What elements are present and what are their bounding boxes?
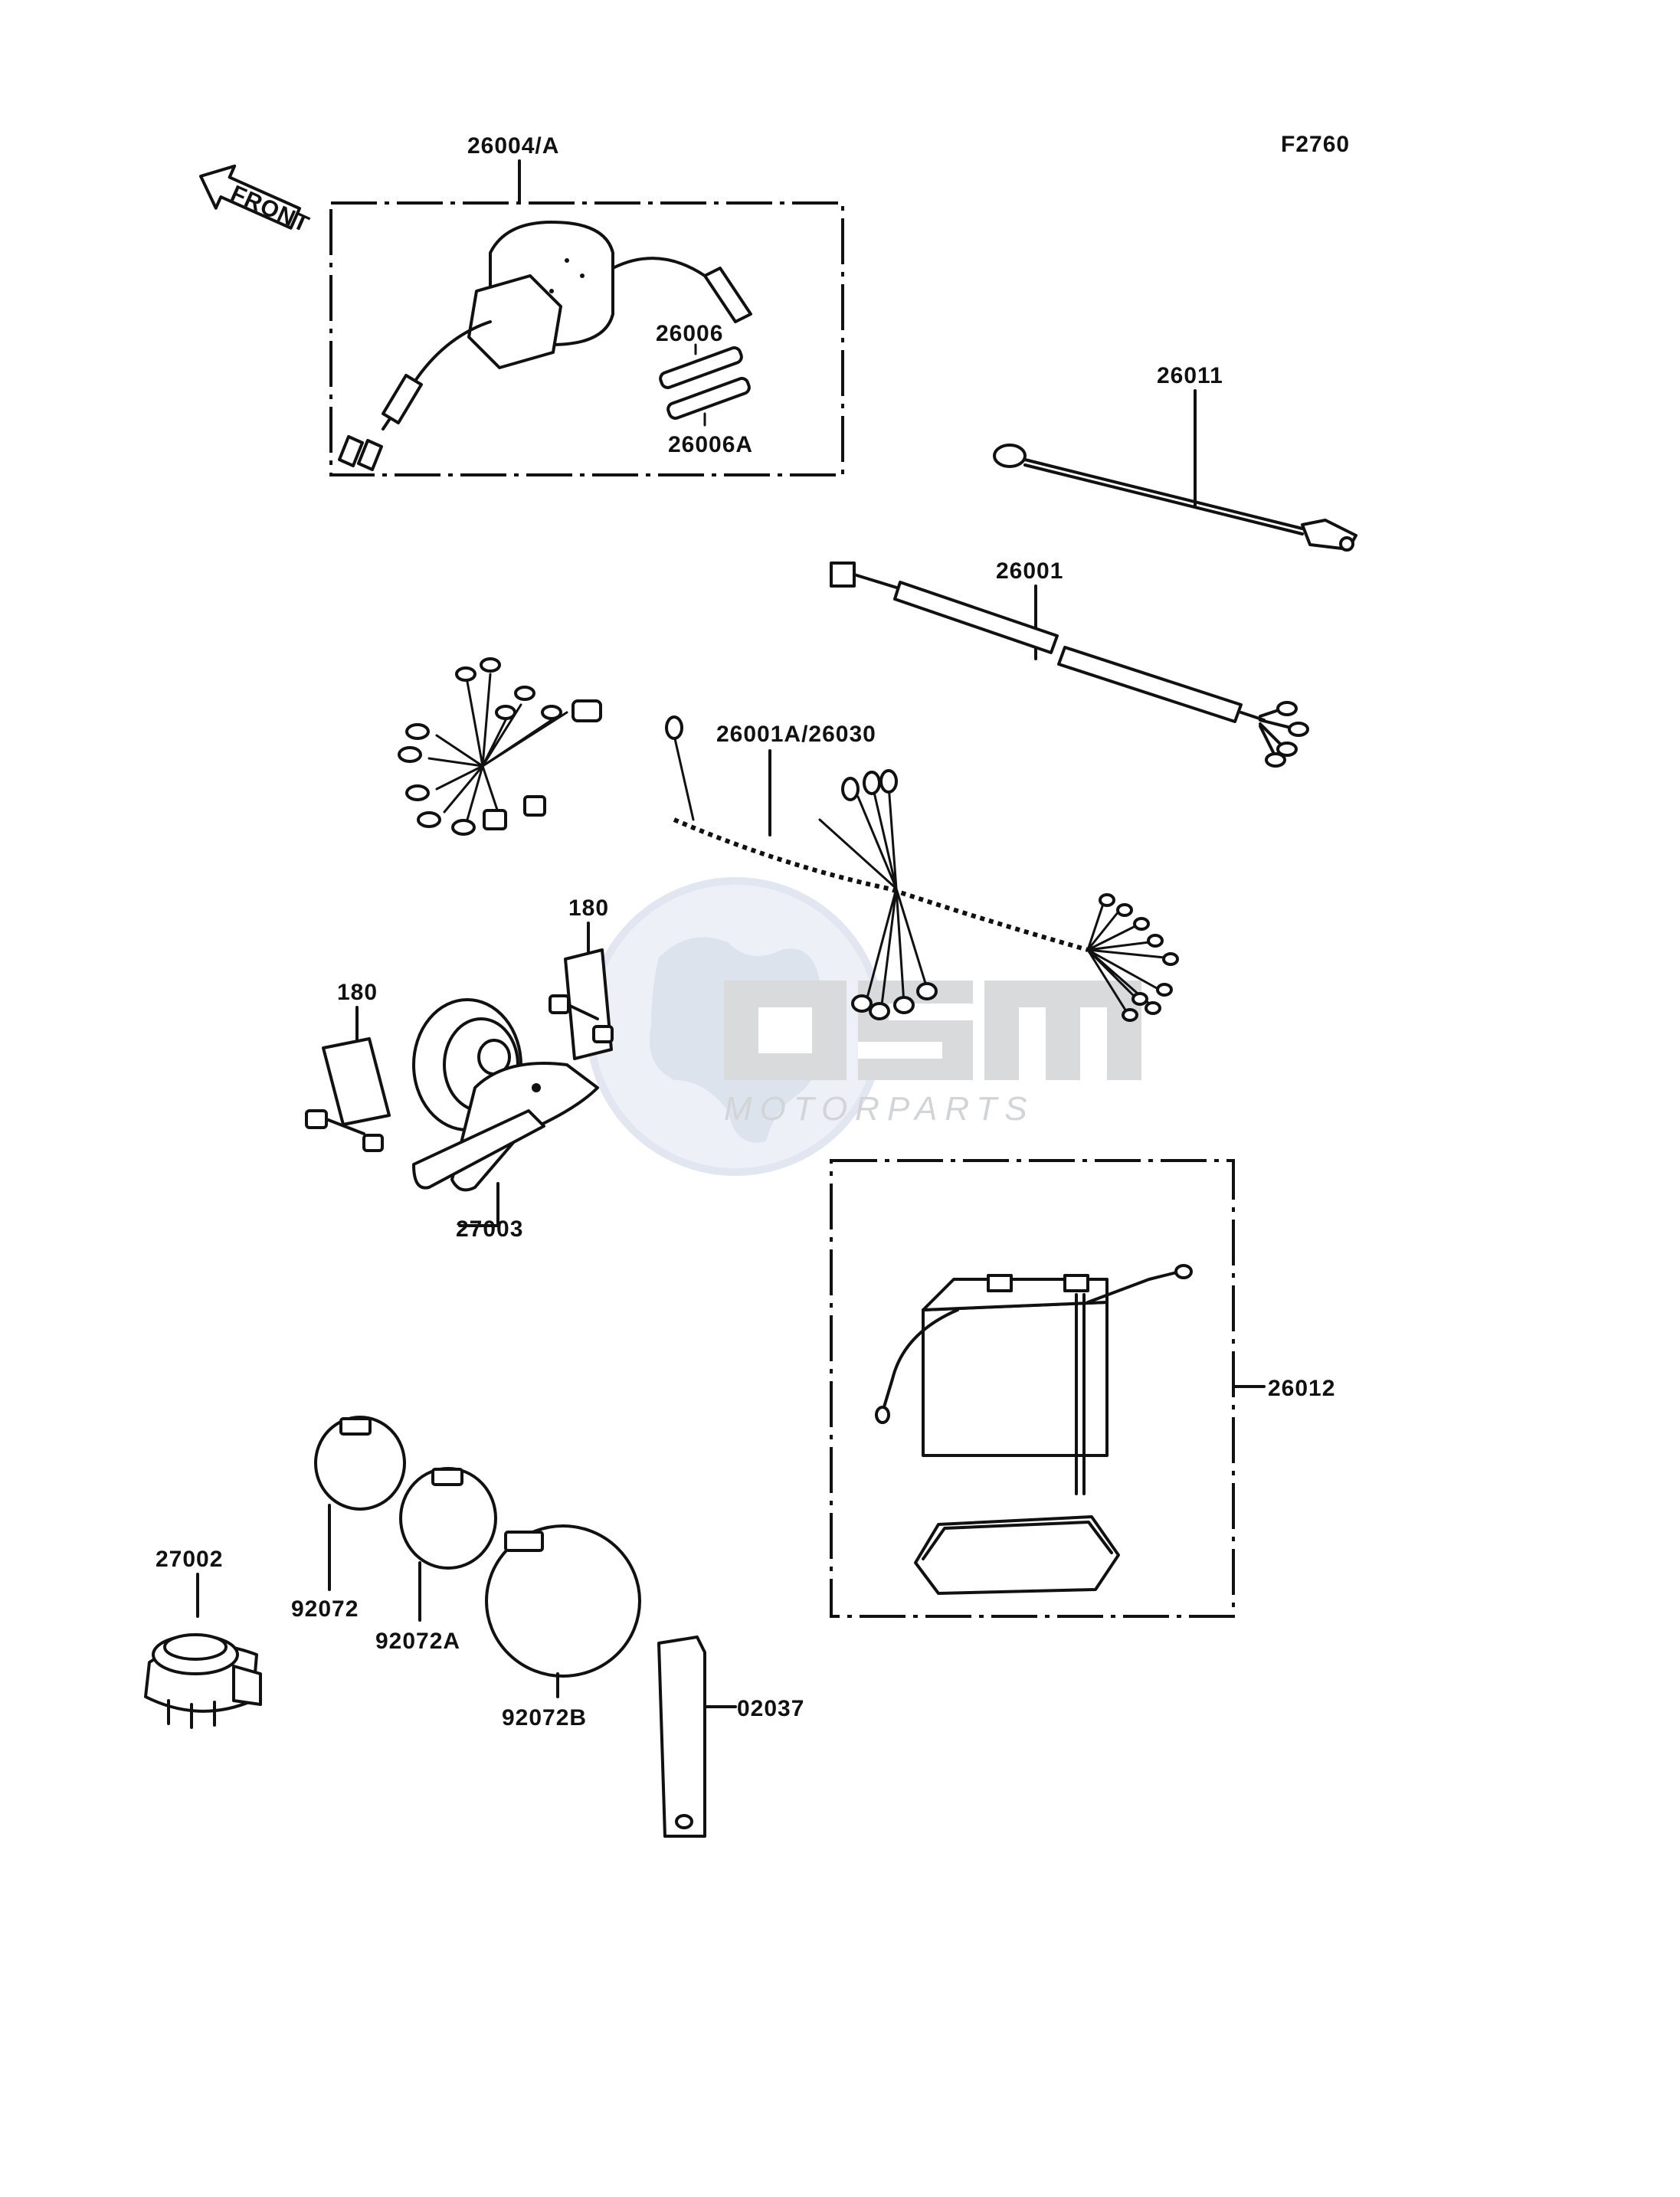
band-92072a-icon xyxy=(399,1467,497,1570)
label-02037: 02037 xyxy=(737,1696,804,1721)
fuse-26006-icon xyxy=(659,346,743,389)
horn-assembly: 180 180 27003 xyxy=(305,895,614,1242)
label-26006: 26006 xyxy=(656,321,723,346)
figure-code: F2760 xyxy=(1281,132,1350,157)
label-92072: 92072 xyxy=(291,1596,359,1622)
button-switch-icon xyxy=(144,1633,262,1729)
band-92072-icon xyxy=(314,1416,406,1511)
band-92072b-icon xyxy=(485,1524,641,1678)
left-connectors xyxy=(398,657,602,836)
battery-box: 26012 xyxy=(830,1159,1335,1618)
strap: 02037 xyxy=(657,1635,804,1838)
bolt-icon xyxy=(305,1109,384,1152)
igniter-box: 26004/A 26006 26006A xyxy=(329,133,844,476)
relay-icon xyxy=(467,221,614,369)
harness-26001a: 26001A/26030 xyxy=(398,657,1223,1022)
watermark-subtitle: MOTORPARTS xyxy=(724,1090,1035,1128)
strap-icon xyxy=(657,1635,706,1838)
label-26004: 26004/A xyxy=(467,133,559,159)
watermark-block-m xyxy=(984,981,1141,1080)
front-label: FRONT xyxy=(227,181,313,237)
label-92072b: 92072B xyxy=(502,1705,587,1730)
horn-button: 27002 xyxy=(144,1547,262,1729)
battery-lead-26011: 26011 xyxy=(993,363,1357,552)
battery-icon xyxy=(875,1264,1193,1495)
bolt-icon xyxy=(549,994,614,1043)
watermark-block-s xyxy=(858,981,973,1080)
fuse-26006a-icon xyxy=(666,377,751,420)
front-arrow-icon: FRONT xyxy=(199,164,313,237)
watermark: MOTORPARTS xyxy=(586,877,1141,1176)
label-26011: 26011 xyxy=(1157,363,1223,388)
label-27002: 27002 xyxy=(156,1547,223,1572)
label-26001a: 26001A/26030 xyxy=(716,722,876,747)
label-92072a: 92072A xyxy=(375,1629,460,1654)
right-connectors xyxy=(1086,893,1179,1022)
label-26006a: 26006A xyxy=(668,432,753,457)
label-180-left: 180 xyxy=(337,980,378,1005)
label-26012: 26012 xyxy=(1268,1376,1335,1401)
label-27003: 27003 xyxy=(456,1216,523,1242)
harness-26001: 26001 xyxy=(830,558,1309,768)
middle-connectors xyxy=(818,769,938,1020)
label-26001: 26001 xyxy=(996,558,1063,584)
bands: 92072 92072A 92072B xyxy=(291,1416,641,1730)
label-180-right: 180 xyxy=(568,895,609,921)
battery-tray-icon xyxy=(914,1515,1120,1595)
